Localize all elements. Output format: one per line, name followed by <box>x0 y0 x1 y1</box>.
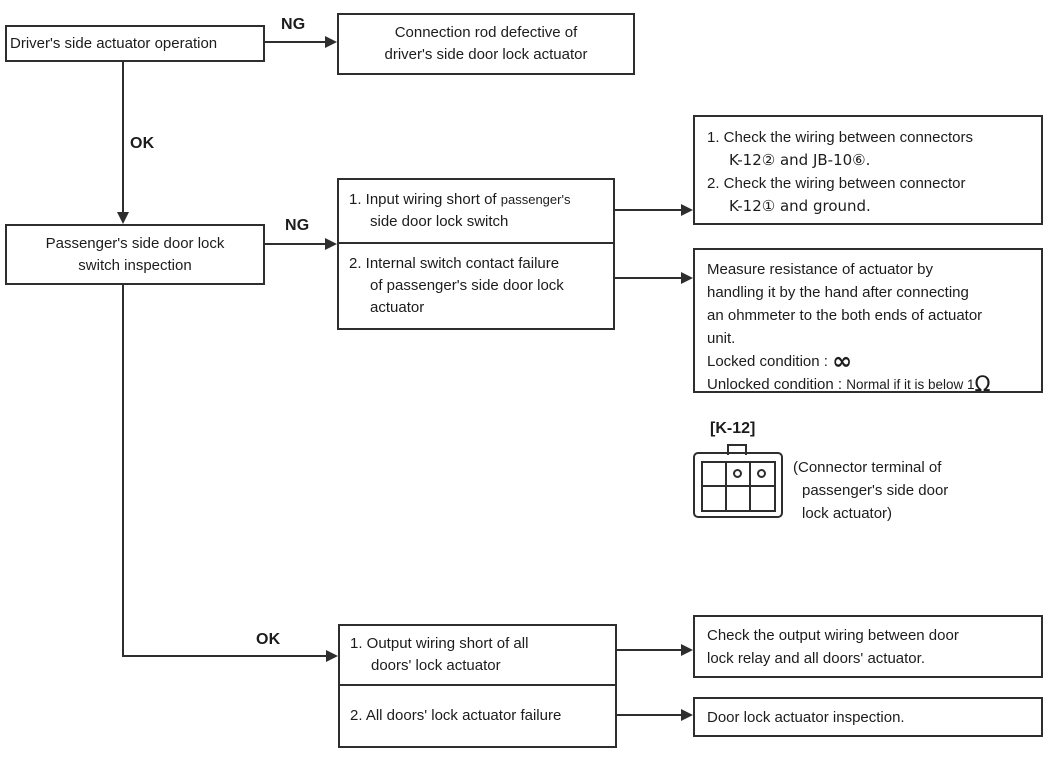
cause-item2-line1: 2. Internal switch contact failure <box>349 255 560 272</box>
driver-actuator-label: Driver's side actuator operation <box>10 35 218 52</box>
output2-line <box>617 714 683 716</box>
output1-line <box>617 649 683 651</box>
check-output-line2: lock relay and all doors' actuator. <box>707 650 925 667</box>
cause-section-1: 1. Input wiring short of passenger's sid… <box>339 180 613 244</box>
check-wiring-line2: K-12② and JB-10⑥. <box>729 151 871 169</box>
cause1-arrowhead <box>681 204 693 216</box>
measure-line1: Measure resistance of actuator by <box>707 261 933 278</box>
measure-line4: unit. <box>707 330 736 347</box>
ng1-label: NG <box>281 16 306 33</box>
measure-line2: handling it by the hand after connecting <box>707 284 969 301</box>
cause-item1-line2: side door lock switch <box>370 213 509 230</box>
connector-terminal-1-icon <box>757 469 766 478</box>
infinity-symbol: ∞ <box>832 347 853 375</box>
measure-resistance-box: Measure resistance of actuator by handli… <box>693 248 1043 396</box>
passenger-to-output-vline <box>122 285 124 657</box>
connector-tab-icon <box>727 444 747 455</box>
connector-caption: (Connector terminal of passenger's side … <box>793 456 948 525</box>
output-item2: 2. All doors' lock actuator failure <box>350 707 562 724</box>
measure-line3: an ohmmeter to the both ends of actuator <box>707 307 983 324</box>
ok1-label: OK <box>130 135 155 152</box>
cause-item1-line1: 1. Input wiring short of passenger's <box>349 189 605 211</box>
cause-item1-prefix: 1. Input wiring short of <box>349 191 501 208</box>
output2-arrowhead <box>681 709 693 721</box>
connection-rod-line1: Connection rod defective of <box>394 24 578 41</box>
connection-rod-box: Connection rod defective of driver's sid… <box>337 13 635 75</box>
ng2-line <box>265 243 327 245</box>
unlocked-condition-label: Unlocked condition : <box>707 376 847 393</box>
passenger-switch-line1: Passenger's side door lock <box>45 234 225 252</box>
ok2-arrowhead <box>326 650 338 662</box>
cause-box: 1. Input wiring short of passenger's sid… <box>337 178 615 330</box>
omega-symbol: Ω <box>974 372 991 396</box>
cause-item1-small: passenger's <box>500 192 571 207</box>
passenger-to-output-hline <box>122 655 327 657</box>
check-output-line1: Check the output wiring between door <box>707 627 959 644</box>
cause-item2-line3: actuator <box>370 299 425 316</box>
driver-actuator-box: Driver's side actuator operation <box>5 25 265 62</box>
cause1-line <box>615 209 683 211</box>
connector-caption-line3: lock actuator) <box>802 505 893 522</box>
passenger-switch-box: Passenger's side door lock switch inspec… <box>5 224 265 285</box>
ng2-arrowhead <box>325 238 337 250</box>
ok1-arrowhead <box>117 212 129 224</box>
connector-grid-divider-h <box>701 485 776 487</box>
check-wiring-line1: 1. Check the wiring between connectors <box>707 129 973 146</box>
check-wiring-line4: K-12① and ground. <box>729 197 871 215</box>
connector-terminal-2-icon <box>733 469 742 478</box>
driver-to-passenger-line <box>122 61 124 213</box>
cause2-line <box>615 277 683 279</box>
connection-rod-line2: driver's side door lock actuator <box>384 46 588 63</box>
check-wiring-line3: 2. Check the wiring between connector <box>707 175 966 192</box>
unlocked-condition-value: Normal if it is below 1 <box>846 377 975 392</box>
actuator-inspection-label: Door lock actuator inspection. <box>707 708 905 726</box>
cause-item2-line2: of passenger's side door lock <box>370 277 564 294</box>
output-section-2: 2. All doors' lock actuator failure <box>340 686 615 746</box>
measure-unlocked-line: Unlocked condition : Normal if it is bel… <box>707 373 1035 396</box>
ok2-label: OK <box>256 631 281 648</box>
connector-title: [K-12] <box>710 420 756 437</box>
check-wiring-box: 1. Check the wiring between connectors K… <box>693 115 1043 225</box>
cause-section-2: 2. Internal switch contact failure of pa… <box>339 244 613 328</box>
output-item1-line2: doors' lock actuator <box>371 657 501 674</box>
actuator-inspection-box: Door lock actuator inspection. <box>693 697 1043 737</box>
output1-arrowhead <box>681 644 693 656</box>
connector-caption-line2: passenger's side door <box>802 482 949 499</box>
check-output-wiring-box: Check the output wiring between door loc… <box>693 615 1043 678</box>
output-box: 1. Output wiring short of all doors' loc… <box>338 624 617 748</box>
ng2-label: NG <box>285 217 310 234</box>
cause2-arrowhead <box>681 272 693 284</box>
output-item1-line1: 1. Output wiring short of all <box>350 635 529 652</box>
output-section-1: 1. Output wiring short of all doors' loc… <box>340 626 615 686</box>
measure-locked-line: Locked condition : ∞ <box>707 347 1035 375</box>
ng1-arrowhead <box>325 36 337 48</box>
connector-caption-line1: (Connector terminal of <box>793 459 942 476</box>
ng1-line <box>265 41 327 43</box>
passenger-switch-line2: switch inspection <box>78 256 192 274</box>
locked-condition-label: Locked condition : <box>707 353 833 370</box>
